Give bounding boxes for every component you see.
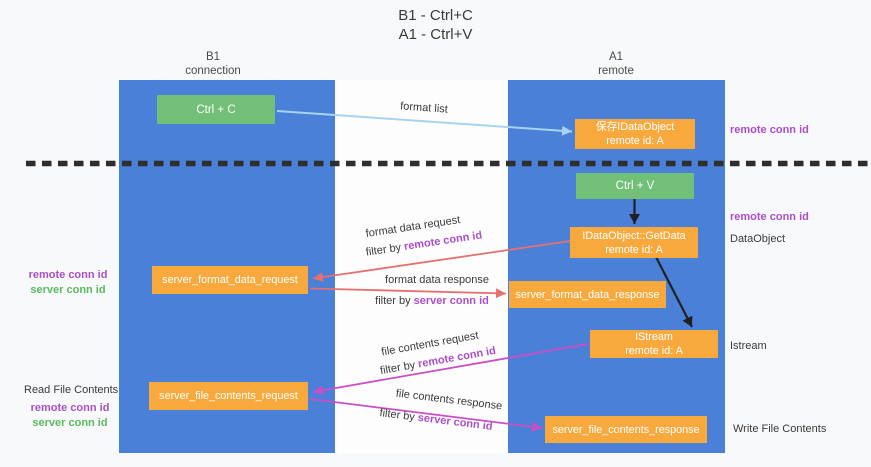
istream-box: IStream remote id: A <box>590 330 718 358</box>
ctrl-v-label: Ctrl + V <box>615 180 655 192</box>
save-dataobject-line2: remote id: A <box>606 135 664 147</box>
server-format-data-request-box: server_format_data_request <box>152 266 308 294</box>
write-file-contents-label: Write File Contents <box>733 423 827 435</box>
server-format-data-response-label: server_format_data_response <box>515 288 660 301</box>
istream-line1: IStream <box>635 331 673 343</box>
format-data-response-filter-label: filter by server conn id <box>342 295 522 307</box>
filter-by-text: filter by <box>375 295 414 307</box>
server-format-data-request-label: server_format_data_request <box>162 274 298 286</box>
b1-subtitle: connection <box>185 65 241 77</box>
dataobject-label: DataObject <box>730 233 786 245</box>
server-conn-id-label-left: server conn id <box>30 284 106 296</box>
title-line-2: A1 - Ctrl+V <box>398 26 473 43</box>
diagram-title: B1 - Ctrl+C A1 - Ctrl+V <box>0 6 871 44</box>
server-file-contents-response-box: server_file_contents_response <box>545 416 707 443</box>
remote-conn-id-label-mid: remote conn id <box>730 211 809 223</box>
getdata-line2: remote id: A <box>605 243 663 256</box>
left-conn-id-group-bottom: remote conn id server conn id <box>20 401 120 431</box>
istream-line2: remote id: A <box>625 345 683 357</box>
istream-side-label: Istream <box>730 340 767 352</box>
server-format-data-response-box: server_format_data_response <box>509 281 666 308</box>
a1-subtitle: remote <box>598 65 634 77</box>
server-conn-id-label-left: server conn id <box>32 417 108 429</box>
remote-conn-id-label-left: remote conn id <box>30 402 110 414</box>
remote-conn-id-label-left: remote conn id <box>28 269 108 281</box>
left-conn-id-group-top: remote conn id server conn id <box>18 268 118 298</box>
server-file-contents-request-box: server_file_contents_request <box>149 382 308 410</box>
a1-name: A1 <box>608 51 624 63</box>
save-dataobject-box: 保存IDataObject remote id: A <box>575 119 695 149</box>
ctrl-c-label: Ctrl + C <box>196 103 236 116</box>
ctrl-c-box: Ctrl + C <box>157 95 275 124</box>
getdata-line1: IDataObject::GetData <box>582 229 686 242</box>
column-header-a1: A1 remote <box>516 50 716 78</box>
idataobject-getdata-box: IDataObject::GetData remote id: A <box>570 227 698 258</box>
read-file-contents-label: Read File Contents <box>24 384 119 396</box>
format-data-response-label: format data response <box>385 274 489 286</box>
column-header-b1: B1 connection <box>113 50 313 78</box>
title-line-1: B1 - Ctrl+C <box>398 7 473 24</box>
server-conn-id-text: server conn id <box>413 295 489 307</box>
remote-conn-id-label-top: remote conn id <box>730 124 809 136</box>
ctrl-v-box: Ctrl + V <box>576 173 694 199</box>
b1-name: B1 <box>205 51 221 63</box>
save-dataobject-line1: 保存IDataObject <box>595 121 675 133</box>
server-file-contents-request-label: server_file_contents_request <box>159 390 298 402</box>
server-file-contents-response-label: server_file_contents_response <box>552 423 700 436</box>
